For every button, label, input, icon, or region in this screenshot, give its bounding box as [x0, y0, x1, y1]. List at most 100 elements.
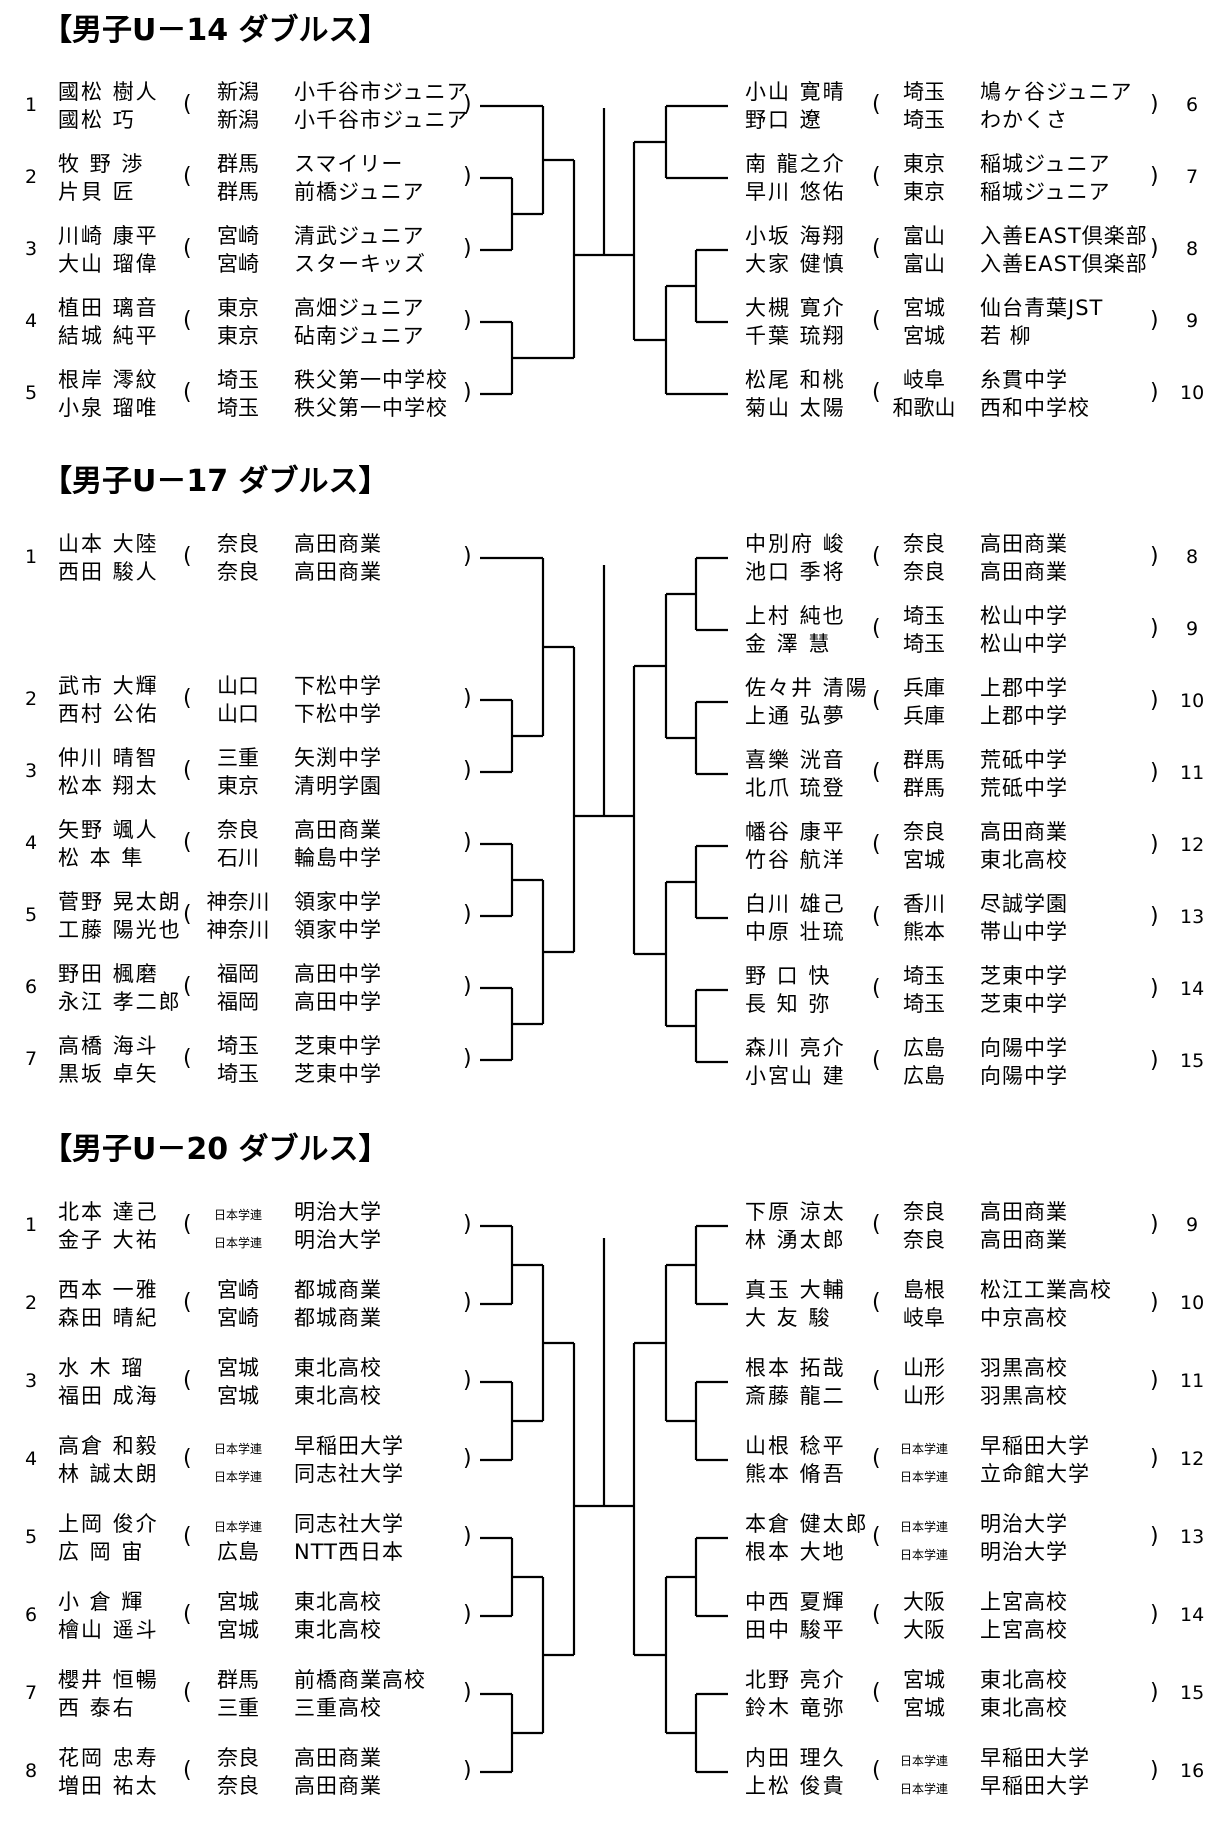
paren-close: ) [463, 1524, 472, 1549]
school-name: 荒砥中学 [980, 748, 1068, 772]
player-name: 白川 雄己 [745, 892, 846, 916]
prefecture: 宮城 [903, 296, 945, 320]
paren-open: ( [872, 904, 881, 929]
paren-open: ( [872, 92, 881, 117]
prefectures: 奈良奈良 [882, 530, 966, 586]
draw-number: 11 [1180, 1370, 1205, 1392]
draw-number: 3 [24, 238, 38, 260]
player-names: 花岡 忠寿増田 祐太 [58, 1744, 159, 1800]
schools: 高田商業高田商業 [980, 1198, 1068, 1254]
player-name: 永江 孝二郎 [58, 990, 182, 1014]
prefectures: 群馬群馬 [882, 746, 966, 802]
player-name: 金 澤 慧 [745, 632, 832, 656]
school-name: 東北高校 [294, 1356, 382, 1380]
school-name: わかくさ [980, 108, 1068, 132]
paren-open: ( [872, 616, 881, 641]
player-names: 北野 亮介鈴木 竜弥 [745, 1666, 846, 1722]
prefecture: 山形 [903, 1384, 945, 1408]
prefectures: 富山富山 [882, 222, 966, 278]
school-name: 向陽中学 [980, 1064, 1068, 1088]
paren-close: ) [463, 1446, 472, 1471]
school-name: 仙台青葉JST [980, 296, 1104, 320]
player-names: 大槻 寛介千葉 琉翔 [745, 294, 846, 350]
player-name: 林 湧太郎 [745, 1228, 846, 1252]
player-name: 金子 大祐 [58, 1228, 159, 1252]
player-name: 千葉 琉翔 [745, 324, 846, 348]
prefecture: 奈良 [903, 820, 945, 844]
prefecture: 宮崎 [217, 252, 259, 276]
paren-close: ) [1150, 1602, 1159, 1627]
paren-open: ( [872, 1524, 881, 1549]
player-name: 福田 成海 [58, 1384, 159, 1408]
prefecture: 島根 [903, 1278, 945, 1302]
school-name: 明治大学 [980, 1512, 1068, 1536]
player-name: 菅野 晃太朗 [58, 890, 182, 914]
school-name: 早稲田大学 [980, 1434, 1090, 1458]
school-name: 前橋ジュニア [294, 180, 425, 204]
paren-close: ) [463, 758, 472, 783]
paren-open: ( [872, 688, 881, 713]
schools: 上郡中学上郡中学 [980, 674, 1068, 730]
prefecture: 奈良 [217, 1746, 259, 1770]
prefectures: 山形山形 [882, 1354, 966, 1410]
paren-close: ) [1150, 1368, 1159, 1393]
player-name: 黒坂 卓矢 [58, 1062, 159, 1086]
schools: 領家中学領家中学 [294, 888, 382, 944]
player-name: 喜樂 洸音 [745, 748, 846, 772]
school-name: 東北高校 [980, 1668, 1068, 1692]
draw-number: 13 [1180, 906, 1205, 928]
player-names: 中西 夏輝田中 駿平 [745, 1588, 846, 1644]
paren-open: ( [872, 236, 881, 261]
prefectures: 宮城宮城 [196, 1588, 280, 1644]
school-name: 明治大学 [294, 1228, 382, 1252]
school-name: 松山中学 [980, 604, 1068, 628]
school-name: 小千谷市ジュニア [294, 80, 469, 104]
paren-close: ) [1150, 904, 1159, 929]
schools: 糸貫中学西和中学校 [980, 366, 1090, 422]
school-name: 東北高校 [294, 1618, 382, 1642]
player-name: 菊山 太陽 [745, 396, 846, 420]
paren-open: ( [872, 1290, 881, 1315]
player-name: 斎藤 龍二 [745, 1384, 846, 1408]
school-name: 高田中学 [294, 990, 382, 1014]
paren-close: ) [463, 902, 472, 927]
player-name: 森田 晴紀 [58, 1306, 159, 1330]
section-title: 【男子U－14 ダブルス】 [42, 13, 389, 48]
paren-close: ) [463, 92, 472, 117]
player-name: 田中 駿平 [745, 1618, 846, 1642]
paren-close: ) [1150, 976, 1159, 1001]
paren-close: ) [1150, 308, 1159, 333]
schools: 高田商業高田商業 [294, 530, 382, 586]
prefectures: 東京東京 [196, 294, 280, 350]
schools: 高田中学高田中学 [294, 960, 382, 1016]
player-name: 小山 寛晴 [745, 80, 846, 104]
school-name: 都城商業 [294, 1278, 382, 1302]
draw-number: 9 [1185, 1214, 1199, 1236]
prefecture: 埼玉 [903, 632, 945, 656]
prefecture: 埼玉 [903, 108, 945, 132]
schools: 前橋商業高校三重高校 [294, 1666, 426, 1722]
paren-close: ) [1150, 616, 1159, 641]
paren-open: ( [872, 380, 881, 405]
paren-open: ( [872, 1602, 881, 1627]
player-names: 中別府 峻池口 季将 [745, 530, 846, 586]
schools: 秩父第一中学校秩父第一中学校 [294, 366, 448, 422]
paren-open: ( [183, 92, 192, 117]
prefecture: 山口 [217, 674, 259, 698]
school-name: 高田商業 [294, 818, 382, 842]
school-name: 稲城ジュニア [980, 152, 1111, 176]
player-name: 根本 拓哉 [745, 1356, 846, 1380]
player-names: 高倉 和毅林 誠太朗 [58, 1432, 159, 1488]
school-name: 芝東中学 [294, 1062, 382, 1086]
player-name: 西 泰右 [58, 1696, 136, 1720]
player-name: 真玉 大輔 [745, 1278, 846, 1302]
